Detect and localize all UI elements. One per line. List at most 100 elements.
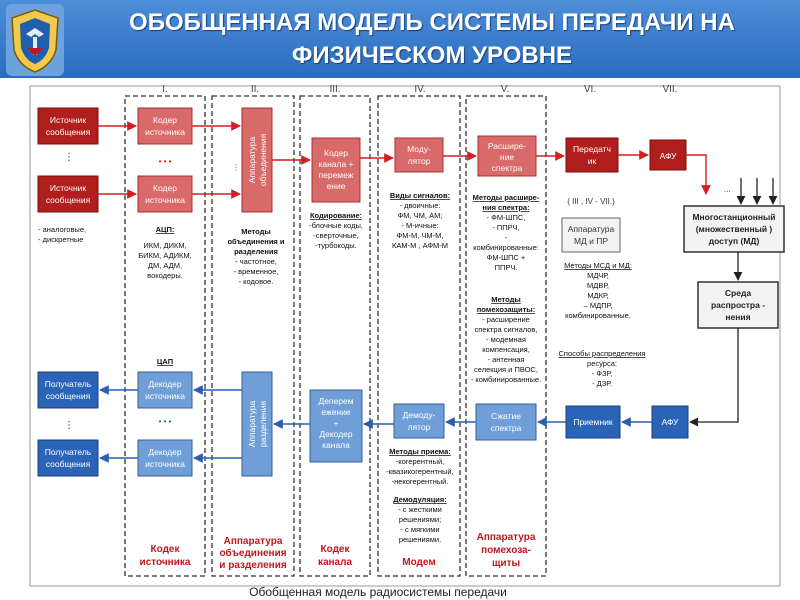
svg-text:Многостанционный: Многостанционный (692, 212, 775, 222)
emblem-icon (6, 4, 64, 76)
svg-text:МДЧР,: МДЧР, (587, 271, 609, 280)
svg-text:щиты: щиты (492, 558, 520, 569)
svg-text:Аппаратура: Аппаратура (247, 400, 257, 447)
svg-text:- модемная: - модемная (486, 335, 526, 344)
section-label-channel-codec: Кодек канала (318, 544, 353, 568)
column-label-2: II. (251, 84, 259, 95)
svg-text:сообщения: сообщения (46, 459, 91, 469)
svg-text:вокодеры.: вокодеры. (147, 271, 183, 280)
svg-text:БИКМ, АДИКМ,: БИКМ, АДИКМ, (138, 251, 192, 260)
svg-text:сообщения: сообщения (46, 195, 91, 205)
svg-text:- с жесткими: - с жесткими (398, 505, 442, 514)
svg-text:(множественный ): (множественный ) (696, 224, 773, 234)
receiver-unit-block: Приемник (565, 405, 621, 439)
svg-text:Аппаратура: Аппаратура (247, 136, 257, 183)
system-model-diagram: I. II. III. IV. V. VI. VII. Источник соо… (29, 84, 785, 599)
section-label-modem: Модем (402, 557, 435, 568)
svg-text:КАМ-М , АФМ-М: КАМ-М , АФМ-М (392, 241, 448, 250)
svg-text:Методы: Методы (241, 227, 271, 236)
column-label-3: III. (329, 84, 340, 95)
svg-text:ФМ-М, ЧМ-М,: ФМ-М, ЧМ-М, (397, 231, 444, 240)
page-title: ОБОБЩЕННАЯ МОДЕЛЬ СИСТЕМЫ ПЕРЕДАЧИ НА ФИ… (70, 6, 794, 72)
svg-text:- комбинированные.: - комбинированные. (471, 375, 541, 384)
svg-text:лятор: лятор (408, 422, 431, 432)
reception-methods-note: Методы приема: -когерентный, -квазикогер… (386, 447, 453, 486)
svg-text:Декодер: Декодер (148, 379, 182, 389)
svg-text:ение: ение (327, 181, 346, 191)
svg-text:распростра -: распростра - (711, 300, 765, 310)
transmitter-block: Передатч ик (565, 137, 619, 173)
receiver-block-2: Получатель сообщения (37, 439, 99, 477)
svg-text:спектра: спектра (492, 163, 523, 173)
svg-text:ние: ние (500, 152, 514, 162)
source-decoder-block-1: Декодер источника (137, 371, 193, 409)
afu-rx-block: АФУ (651, 405, 689, 439)
stage-frame-1 (124, 95, 206, 577)
svg-text:– МДПР,: – МДПР, (584, 301, 613, 310)
svg-text:-сверточные,: -сверточные, (313, 231, 358, 240)
column-label-4: IV. (414, 84, 425, 95)
source-block-1: Источник сообщения (37, 107, 99, 145)
column-label-6: VI. (584, 84, 596, 95)
svg-text:сообщения: сообщения (46, 391, 91, 401)
svg-text:источника: источника (145, 195, 185, 205)
svg-text:МДКР,: МДКР, (587, 291, 608, 300)
svg-text:Декодер: Декодер (319, 429, 353, 439)
svg-text:- кодовое.: - кодовое. (239, 277, 274, 286)
svg-text:Приемник: Приемник (573, 417, 613, 427)
source-decoder-block-2: Декодер источника (137, 439, 193, 477)
svg-text:- М-ичные:: - М-ичные: (401, 221, 438, 230)
svg-text:разделения: разделения (258, 401, 268, 448)
demodulation-note: Демодуляция: - с жесткими решениями; - с… (393, 495, 447, 544)
svg-text:Способы распределения: Способы распределения (559, 349, 646, 358)
svg-text:канала +: канала + (318, 159, 353, 169)
svg-text:-квазикогерентный,: -квазикогерентный, (386, 467, 453, 476)
svg-text:Методы МСД и МД:: Методы МСД и МД: (564, 261, 632, 270)
dac-note: ЦАП (157, 357, 173, 366)
svg-text:- ФМ-ШПС,: - ФМ-ШПС, (487, 213, 526, 222)
svg-text:объединения: объединения (258, 133, 268, 186)
svg-text:комбинированные.: комбинированные. (565, 311, 631, 320)
svg-text:ФМ-ШПС +: ФМ-ШПС + (487, 253, 526, 262)
svg-text:Модем: Модем (402, 557, 435, 568)
svg-text:+: + (334, 418, 339, 428)
svg-text:Методы расшире-: Методы расшире- (473, 193, 540, 202)
svg-text:- ППРЧ,: - ППРЧ, (492, 223, 519, 232)
svg-text:источника: источника (145, 459, 185, 469)
spread-spectrum-block: Расшире- ние спектра (477, 135, 537, 177)
svg-text:-турбокоды.: -турбокоды. (315, 241, 357, 250)
svg-text:Источник: Источник (50, 115, 87, 125)
svg-text:канала: канала (322, 440, 350, 450)
svg-text:АФУ: АФУ (660, 151, 677, 161)
despread-block: Сжатие спектра (475, 403, 537, 441)
svg-text:ИКМ, ДИКМ,: ИКМ, ДИКМ, (143, 241, 186, 250)
svg-text:Среда: Среда (725, 288, 751, 298)
modulator-block: Моду- лятор (394, 137, 444, 173)
svg-text:- с мягкими: - с мягкими (400, 525, 439, 534)
svg-text:Аппаратура: Аппаратура (224, 536, 283, 547)
resource-allocation-note: Способы распределения ресурса: - ФЗР, - … (559, 349, 646, 388)
source-types-note: - аналоговые, - дискретные (38, 225, 86, 244)
svg-text:-блочные коды,: -блочные коды, (309, 221, 363, 230)
svg-text:Аппаратура: Аппаратура (568, 224, 615, 234)
svg-text:Демоду-: Демоду- (403, 410, 436, 420)
svg-text:- антенная: - антенная (488, 355, 525, 364)
svg-text:компенсация,: компенсация, (482, 345, 530, 354)
svg-text:Кодек: Кодек (321, 544, 351, 555)
stage-frame-2 (211, 95, 295, 577)
svg-text:ресурса:: ресурса: (587, 359, 617, 368)
svg-text:Методы приема:: Методы приема: (389, 447, 451, 456)
demodulator-block: Демоду- лятор (393, 403, 445, 439)
stage-frame-5 (465, 95, 547, 577)
svg-text:источника: источника (145, 127, 185, 137)
svg-text:нения: нения (725, 312, 750, 322)
channel-coder-block: Кодер канала + перемеж ение (311, 137, 361, 203)
source-coder-block-2: Кодер источника (137, 175, 193, 213)
column-label-7: VII. (662, 84, 677, 95)
outer-frame (29, 85, 781, 587)
svg-text:Сжатие: Сжатие (491, 411, 521, 421)
svg-text:- временное,: - временное, (234, 267, 279, 276)
svg-text:АФУ: АФУ (662, 417, 679, 427)
svg-text:источника: источника (140, 557, 191, 568)
afu-tx-block: АФУ (649, 139, 687, 171)
